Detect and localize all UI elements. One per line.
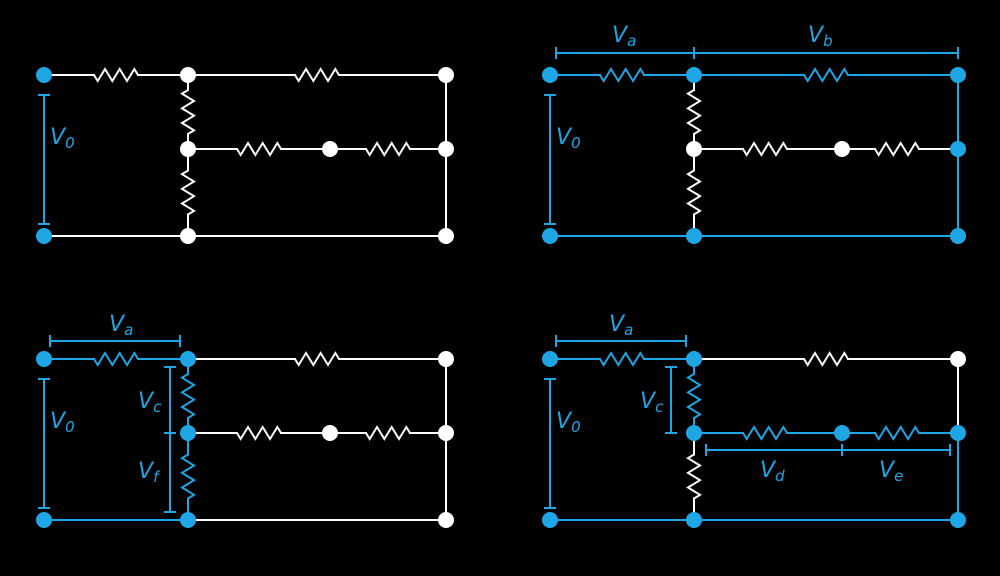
- label-va-bottom-right: Va: [609, 312, 633, 339]
- resistor-top-right: [294, 351, 340, 367]
- resistor-top-left: [93, 67, 139, 83]
- resistor-vertical-upper: [686, 373, 702, 419]
- node: [322, 425, 338, 441]
- label-va-top-right: Va: [612, 23, 636, 50]
- resistor-middle-left: [742, 425, 788, 441]
- wires-layer: [43, 74, 959, 521]
- node-source-bottom: [36, 512, 52, 528]
- node: [686, 67, 702, 83]
- node: [438, 351, 454, 367]
- node: [950, 351, 966, 367]
- node: [686, 228, 702, 244]
- node-source-top: [36, 351, 52, 367]
- node: [180, 512, 196, 528]
- label-vc-bottom-left: Vc: [138, 389, 162, 416]
- label-v0-bottom-left: V0: [50, 409, 75, 436]
- node: [438, 67, 454, 83]
- resistor-vertical-lower: [686, 169, 702, 216]
- label-v0-top-left: V0: [50, 125, 75, 152]
- node: [950, 228, 966, 244]
- label-va-bottom-left: Va: [109, 312, 133, 339]
- resistor-vertical-lower: [180, 169, 196, 216]
- resistor-middle-left: [236, 425, 282, 441]
- resistor-vertical-upper: [180, 89, 196, 135]
- node-source-bottom: [542, 228, 558, 244]
- label-ve-bottom-right: Ve: [879, 458, 903, 485]
- resistor-middle-left: [742, 141, 788, 157]
- node: [834, 141, 850, 157]
- resistors-layer: [93, 67, 920, 500]
- resistor-vertical-upper: [180, 373, 196, 419]
- node-source-top: [36, 67, 52, 83]
- node: [438, 425, 454, 441]
- resistor-top-right: [803, 67, 849, 83]
- node-source-bottom: [36, 228, 52, 244]
- node: [950, 141, 966, 157]
- node: [180, 351, 196, 367]
- node: [686, 351, 702, 367]
- node: [686, 512, 702, 528]
- label-v0-top-right: V0: [556, 125, 581, 152]
- node: [950, 512, 966, 528]
- resistor-top-left: [599, 67, 645, 83]
- nodes-layer: [36, 67, 966, 528]
- node-source-top: [542, 351, 558, 367]
- label-vb-top-right: Vb: [808, 23, 833, 50]
- node-source-bottom: [542, 512, 558, 528]
- node: [834, 425, 850, 441]
- node: [686, 425, 702, 441]
- label-vd-bottom-right: Vd: [760, 458, 785, 485]
- resistor-middle-right: [874, 425, 920, 441]
- node: [180, 141, 196, 157]
- node: [180, 425, 196, 441]
- voltage-brackets-layer: [38, 47, 959, 513]
- label-v0-bottom-right: V0: [556, 409, 581, 436]
- node: [180, 67, 196, 83]
- resistor-top-left: [599, 351, 645, 367]
- node: [950, 67, 966, 83]
- resistor-middle-right: [365, 425, 411, 441]
- resistor-middle-left: [236, 141, 282, 157]
- node: [686, 141, 702, 157]
- label-vc-bottom-right: Vc: [640, 389, 664, 416]
- node: [950, 425, 966, 441]
- resistor-middle-right: [365, 141, 411, 157]
- resistor-top-right: [803, 351, 849, 367]
- resistor-top-left: [93, 351, 139, 367]
- label-vf-bottom-left: Vf: [138, 459, 161, 486]
- resistor-vertical-lower: [180, 453, 196, 500]
- resistor-top-right: [294, 67, 340, 83]
- resistor-middle-right: [874, 141, 920, 157]
- node-source-top: [542, 67, 558, 83]
- node: [438, 512, 454, 528]
- node: [438, 228, 454, 244]
- resistor-vertical-lower: [686, 453, 702, 500]
- node: [322, 141, 338, 157]
- labels-layer: V0 Va Vb V0 Va V0 Vc Vf Va V0: [50, 23, 903, 486]
- node: [180, 228, 196, 244]
- node: [438, 141, 454, 157]
- resistor-vertical-upper: [686, 89, 702, 135]
